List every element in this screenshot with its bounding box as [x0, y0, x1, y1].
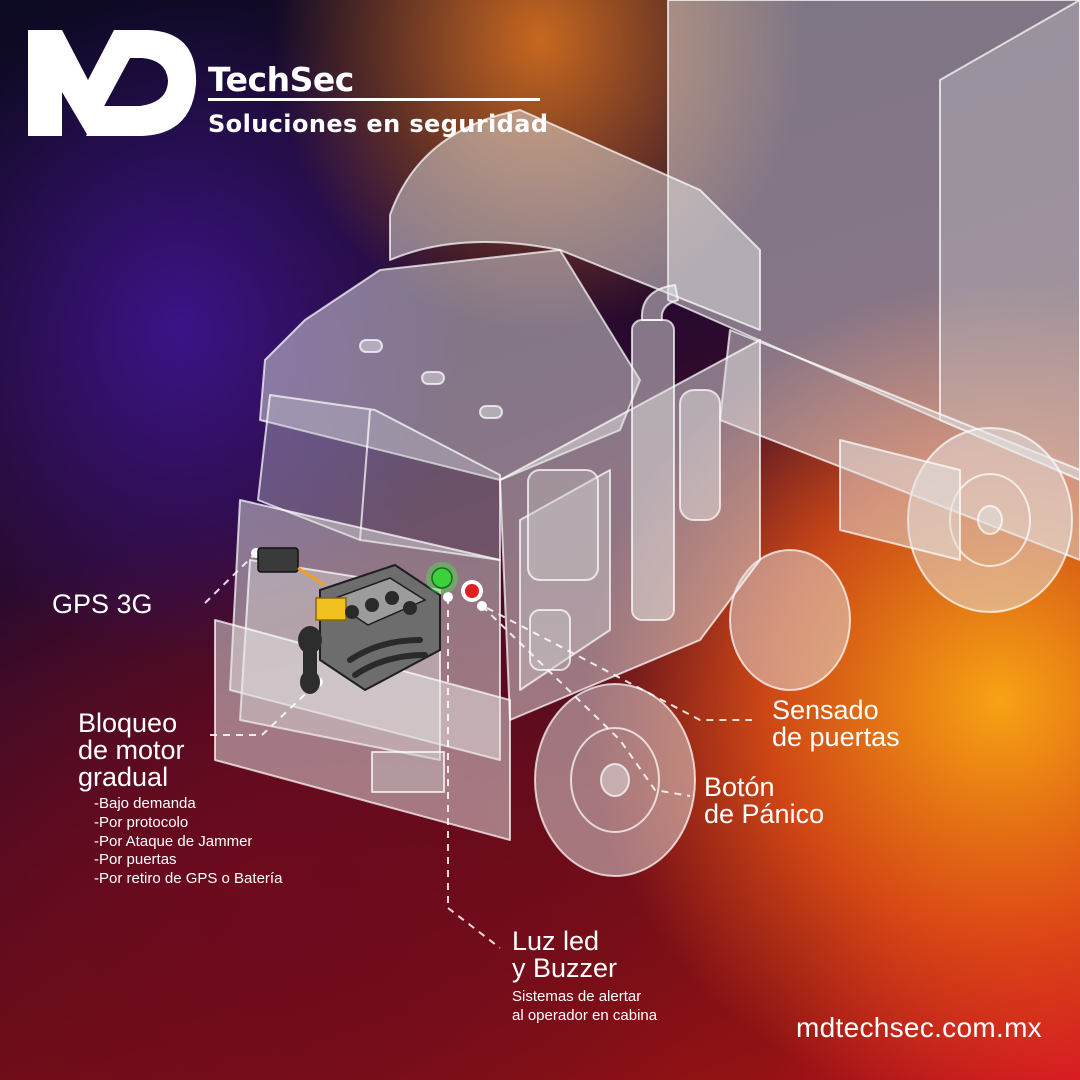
panic-button-title-line: Botón [704, 772, 775, 802]
engine-block-icon [298, 563, 441, 694]
md-logo-icon [28, 30, 197, 136]
list-item: -Por Ataque de Jammer [94, 832, 253, 850]
list-item: -Por retiro de GPS o Batería [94, 870, 283, 887]
led-buzzer-title-line: y Buzzer [512, 953, 618, 983]
brand-divider [208, 98, 540, 101]
engine-block-list: -Bajo demanda -Por protocolo -Por Ataque… [78, 795, 282, 889]
led-buzzer-desc-line: al operador en cabina [512, 1006, 658, 1024]
gps-label: GPS 3G [52, 589, 153, 619]
website-link[interactable]: mdtechsec.com.mx [796, 1012, 1042, 1043]
brand-tagline: Soluciones en seguridad [208, 110, 549, 138]
list-item: -Por puertas [94, 851, 177, 869]
door-sensing-title-line: Sensado [772, 695, 879, 725]
led-buzzer-callout: Luz led y Buzzer Sistemas de alertar al … [512, 928, 657, 1026]
led-buzzer-desc-line: Sistemas de alertar [512, 988, 642, 1005]
brand-name: TechSec [208, 60, 354, 99]
list-item: -Bajo demanda [94, 795, 196, 812]
engine-block-title-line: de motor [78, 735, 185, 765]
engine-block-callout: Bloqueo de motor gradual -Bajo demanda -… [78, 710, 282, 889]
door-sensing-title-line: de puertas [772, 722, 900, 752]
engine-block-title-line: Bloqueo [78, 708, 178, 738]
door-sensing-callout: Sensado de puertas [772, 697, 900, 751]
panic-button-callout: Botón de Pánico [704, 774, 824, 828]
list-item: -Por protocolo [94, 813, 189, 831]
engine-block-title-line: gradual [78, 762, 169, 792]
gps-device-icon [257, 547, 326, 587]
panic-button-title-line: de Pánico [704, 799, 825, 829]
led-buzzer-title-line: Luz led [512, 926, 600, 956]
